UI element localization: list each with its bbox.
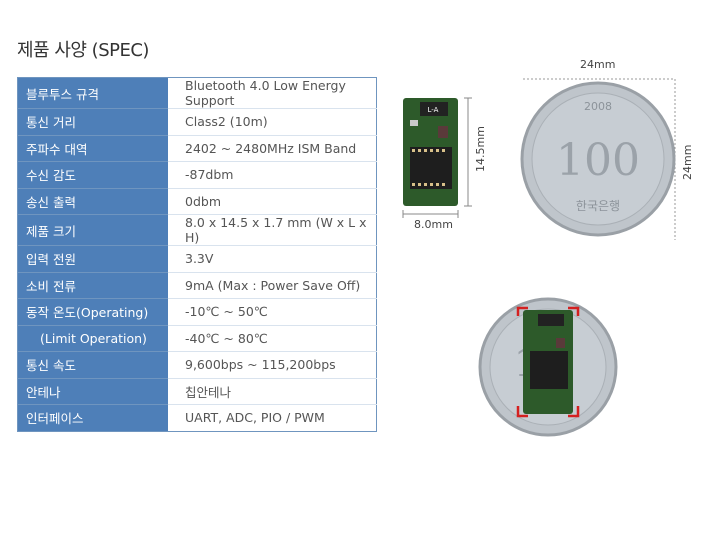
spec-value: 0dbm (168, 188, 377, 215)
spec-key: 통신 속도 (17, 351, 168, 379)
spec-key: 통신 거리 (17, 108, 168, 136)
spec-key: 제품 크기 (17, 214, 168, 246)
spec-row: (Limit Operation)-40℃ ~ 80℃ (17, 325, 377, 352)
spec-key: 블루투스 규격 (17, 77, 168, 109)
spec-value: -87dbm (168, 161, 377, 189)
coin-year: 2008 (584, 100, 612, 113)
spec-value: 2402 ~ 2480MHz ISM Band (168, 135, 377, 162)
module-label: L-A (428, 106, 439, 114)
spec-value: -10℃ ~ 50℃ (168, 298, 377, 326)
spec-key: (Limit Operation) (17, 325, 168, 352)
spec-value: 9,600bps ~ 115,200bps (168, 351, 377, 379)
spec-key: 안테나 (17, 378, 168, 405)
spec-key: 입력 전원 (17, 245, 168, 273)
module-image: L-A (402, 97, 472, 218)
spec-key: 주파수 대역 (17, 135, 168, 162)
page-title: 제품 사양 (SPEC) (17, 40, 149, 61)
spec-key: 소비 전류 (17, 272, 168, 299)
spec-value: UART, ADC, PIO / PWM (168, 404, 377, 431)
spec-key: 송신 출력 (17, 188, 168, 215)
module-on-coin-image: 1 (478, 297, 618, 437)
spec-key: 수신 감도 (17, 161, 168, 189)
module-width-label: 8.0mm (414, 218, 453, 231)
coin-width-label: 24mm (580, 58, 616, 71)
spec-row: 수신 감도-87dbm (17, 161, 377, 189)
module-length-label: 14.5mm (474, 126, 487, 172)
coin-image: 2008 100 한국은행 (520, 78, 676, 240)
spec-value: 8.0 x 14.5 x 1.7 mm (W x L x H) (168, 214, 377, 246)
spec-value: 9mA (Max : Power Save Off) (168, 272, 377, 299)
coin-country: 한국은행 (576, 198, 620, 213)
spec-value: -40℃ ~ 80℃ (168, 325, 377, 352)
spec-row: 동작 온도(Operating)-10℃ ~ 50℃ (17, 298, 377, 326)
spec-key: 동작 온도(Operating) (17, 298, 168, 326)
coin-value: 100 (556, 135, 640, 186)
spec-value: 칩안테나 (168, 378, 377, 405)
spec-value: Bluetooth 4.0 Low Energy Support (168, 77, 377, 109)
spec-value: 3.3V (168, 245, 377, 273)
coin-height-label: 24mm (681, 144, 694, 180)
spec-key: 인터페이스 (17, 404, 168, 431)
spec-value: Class2 (10m) (168, 108, 377, 136)
